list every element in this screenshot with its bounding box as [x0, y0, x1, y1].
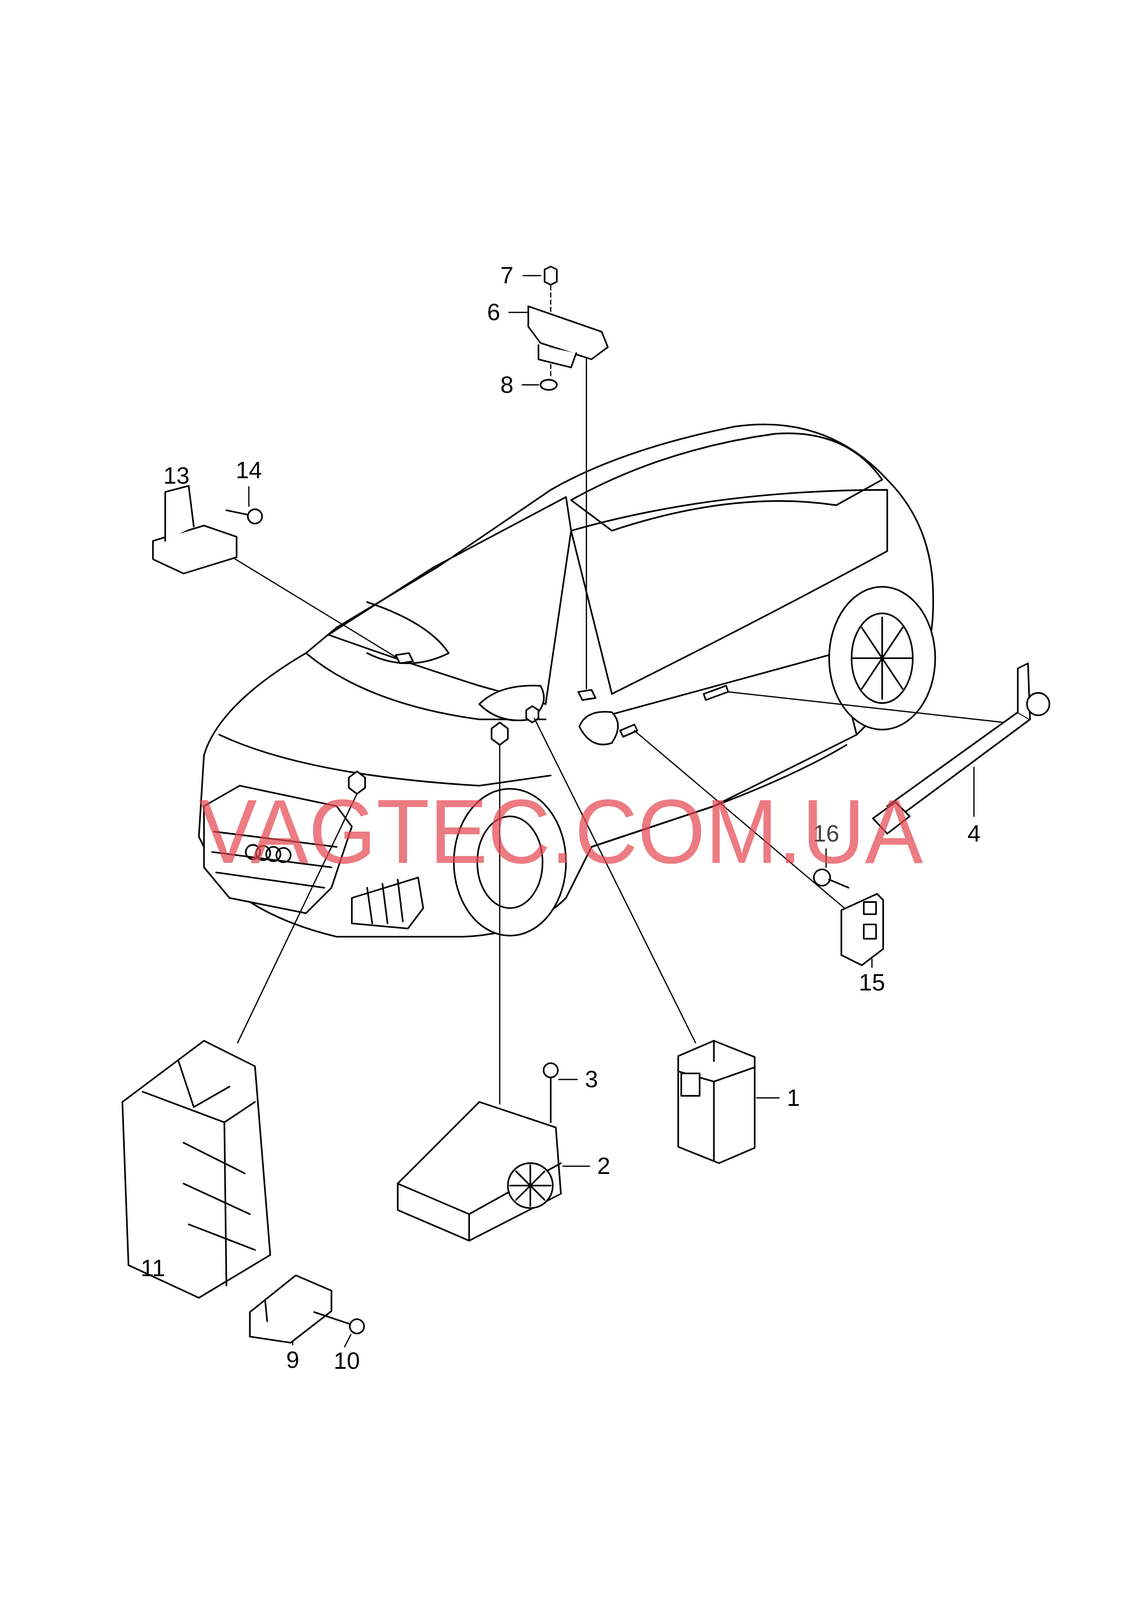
callout-number: 8: [500, 372, 514, 397]
callout-number: 14: [235, 458, 262, 482]
watermark: VAGTEC.COM.UA: [198, 785, 924, 877]
parts: [122, 266, 1050, 1343]
leader-lines: [153, 275, 1005, 1347]
callout-number: 1: [786, 1085, 801, 1110]
callout-number: 9: [286, 1347, 300, 1372]
callout-number: 4: [967, 821, 981, 845]
location-markers: [348, 652, 729, 794]
callout-number: 6: [487, 300, 501, 324]
callout-number: 2: [597, 1153, 611, 1178]
callout-number: 10: [333, 1348, 361, 1373]
callout-number: 7: [500, 263, 514, 287]
callout-number: 13: [163, 463, 190, 488]
callout-number: 3: [584, 1066, 598, 1091]
callout-number: 11: [140, 1255, 166, 1280]
car-body: [198, 424, 936, 937]
callout-number: 15: [859, 970, 886, 994]
